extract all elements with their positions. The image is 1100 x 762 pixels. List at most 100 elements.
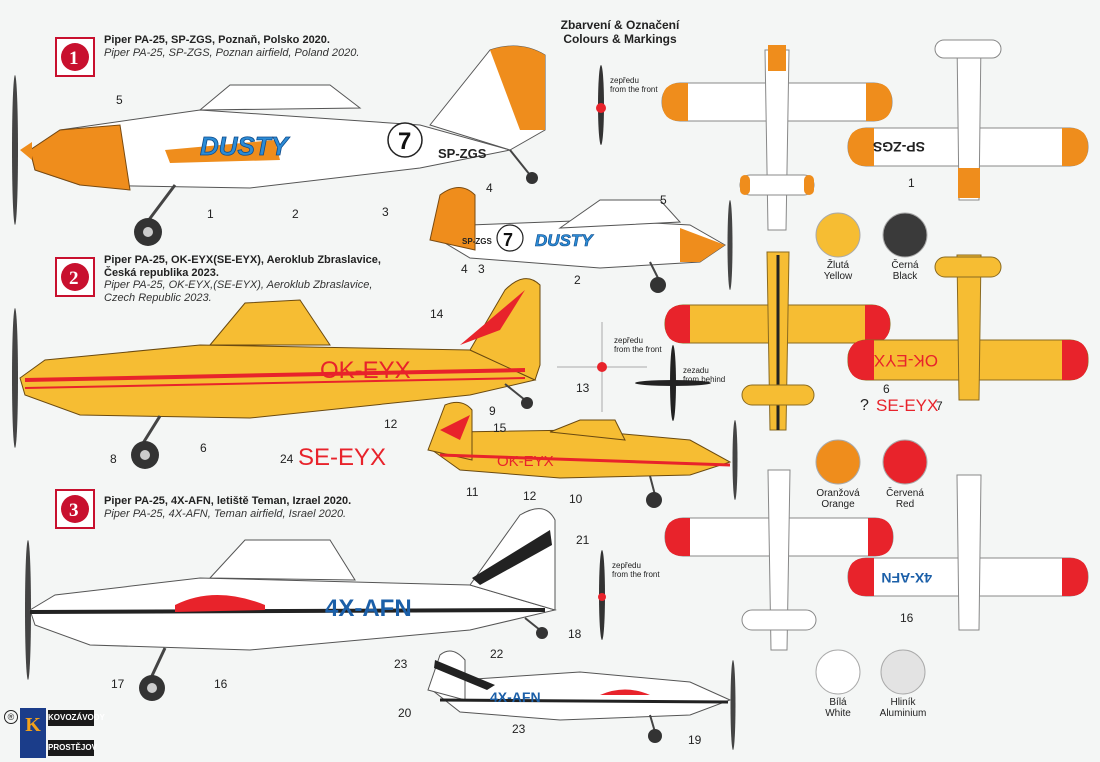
rear-view-label-2: zezadu from behind [683, 366, 726, 384]
swatch-orange [815, 439, 861, 485]
logo-emblem: K [20, 708, 46, 758]
scheme2-caption-cz2: Česká republika 2023. [104, 266, 219, 279]
registration-underwing-3: 4X-AFN [881, 570, 932, 586]
svg-text:?: ? [860, 397, 869, 414]
scheme2-caption-en1: Piper PA-25, OK-EYX,(SE-EYX), Aeroklub Z… [104, 279, 373, 291]
callouts: 5 1 2 3 4 5 4 3 2 14 6 8 12 9 24 15 11 1… [110, 93, 943, 747]
scheme-badge-3: 3 [55, 489, 95, 529]
svg-text:14: 14 [430, 307, 444, 321]
logo-text-2: PROSTĚJOV [48, 740, 97, 756]
logo-text-1: KOVOZÁVODY [48, 710, 105, 726]
front-view-label-3: zepředu from the front [612, 561, 660, 579]
svg-text:4: 4 [461, 262, 468, 276]
scheme3-side-view: 4X-AFN [25, 508, 557, 701]
front-view-label-2: zepředu from the front [614, 336, 662, 354]
scheme1-caption-cz: Piper PA-25, SP-ZGS, Poznaň, Polsko 2020… [104, 34, 330, 46]
scheme2-caption-cz1: Piper PA-25, OK-EYX(SE-EYX), Aeroklub Zb… [104, 254, 381, 266]
scheme1-caption: Piper PA-25, SP-ZGS, Poznaň, Polsko 2020… [104, 34, 359, 59]
svg-text:16: 16 [214, 677, 228, 691]
scheme3-top-view [664, 469, 894, 651]
dusty-lettering: DUSTY [200, 131, 291, 161]
svg-text:18: 18 [568, 627, 582, 641]
dusty-lettering-small: DUSTY [535, 231, 594, 250]
svg-text:24: 24 [280, 452, 294, 466]
svg-text:3: 3 [478, 262, 485, 276]
alt-registration-se-eyx: SE-EYX [298, 444, 386, 471]
svg-text:12: 12 [384, 417, 398, 431]
svg-text:19: 19 [688, 733, 702, 747]
svg-text:9: 9 [489, 404, 496, 418]
svg-text:23: 23 [394, 657, 408, 671]
wing-registration-ok-eyx: OK-EYX [874, 351, 938, 370]
svg-text:2: 2 [292, 207, 299, 221]
scheme1-front-view [596, 65, 606, 145]
scheme2-top-view [664, 251, 891, 431]
scheme1-caption-en: Piper PA-25, SP-ZGS, Poznan airfield, Po… [104, 46, 360, 59]
race-number-small: 7 [503, 230, 513, 250]
title-en: Colours & Markings [563, 32, 677, 46]
svg-text:2: 2 [69, 268, 79, 289]
registration-4x-afn-small: 4X-AFN [490, 689, 541, 705]
scheme1-small-side-view: DUSTY 7 SP-ZGS [429, 187, 733, 293]
scheme2-caption-en2: Czech Republic 2023. [104, 291, 212, 304]
swatch-aluminium [880, 649, 926, 695]
svg-text:6: 6 [200, 441, 207, 455]
front-view-label-1: zepředu from the front [610, 76, 658, 94]
scheme3-caption: Piper PA-25, 4X-AFN, letiště Teman, Izra… [104, 495, 351, 520]
scheme2-bottom-view: OK-EYX SE-EYX [847, 254, 1089, 415]
svg-text:2: 2 [574, 273, 581, 287]
scheme2-front-view [557, 322, 647, 412]
registered-mark: ® [4, 710, 18, 724]
svg-text:15: 15 [493, 421, 507, 435]
svg-text:3: 3 [69, 500, 79, 521]
logo-mark: K [25, 714, 41, 736]
registration-ok-eyx-small: OK-EYX [497, 453, 554, 470]
scheme1-top-view [661, 45, 893, 231]
wing-registration-se-eyx: SE-EYX [876, 396, 938, 415]
scheme1-side-view: DUSTY 7 SP-ZGS [12, 45, 546, 246]
registration-sp-zgs: SP-ZGS [438, 146, 487, 161]
svg-text:20: 20 [398, 706, 412, 720]
registration-ok-eyx: OK-EYX [320, 357, 411, 384]
svg-text:1: 1 [908, 176, 915, 190]
svg-text:21: 21 [576, 533, 590, 547]
scheme-badge-2: 2 [55, 257, 95, 297]
registration-4x-afn: 4X-AFN [325, 595, 412, 622]
swatch-black [882, 212, 928, 258]
svg-text:5: 5 [116, 93, 123, 107]
swatch-yellow [815, 212, 861, 258]
scheme2-rear-view [635, 345, 711, 421]
svg-text:12: 12 [523, 489, 537, 503]
svg-text:6: 6 [883, 382, 890, 396]
svg-text:1: 1 [207, 207, 214, 221]
svg-text:5: 5 [660, 193, 667, 207]
svg-text:23: 23 [512, 722, 526, 736]
scheme3-bottom-view: 4X-AFN [847, 474, 1089, 631]
sheet-title: Zbarvení & Označení Colours & Markings [550, 18, 690, 46]
scheme2-caption: Piper PA-25, OK-EYX(SE-EYX), Aeroklub Zb… [104, 254, 381, 304]
svg-text:7: 7 [936, 399, 943, 413]
scheme1-bottom-view: SP-ZGS [847, 39, 1089, 201]
scheme3-caption-en: Piper PA-25, 4X-AFN, Teman airfield, Isr… [104, 507, 347, 520]
scheme3-caption-cz: Piper PA-25, 4X-AFN, letiště Teman, Izra… [104, 495, 352, 507]
svg-text:4: 4 [486, 181, 493, 195]
race-number: 7 [398, 128, 411, 155]
svg-text:13: 13 [576, 381, 590, 395]
svg-text:17: 17 [111, 677, 125, 691]
svg-text:22: 22 [490, 647, 504, 661]
title-cz: Zbarvení & Označení [560, 18, 680, 32]
svg-text:16: 16 [900, 611, 914, 625]
svg-text:8: 8 [110, 452, 117, 466]
svg-text:3: 3 [382, 205, 389, 219]
svg-text:11: 11 [466, 485, 479, 499]
scheme3-front-view [598, 550, 606, 640]
registration-underwing-1: SP-ZGS [873, 139, 925, 155]
svg-text:10: 10 [569, 492, 583, 506]
scheme2-small-side-view: OK-EYX [427, 401, 738, 508]
